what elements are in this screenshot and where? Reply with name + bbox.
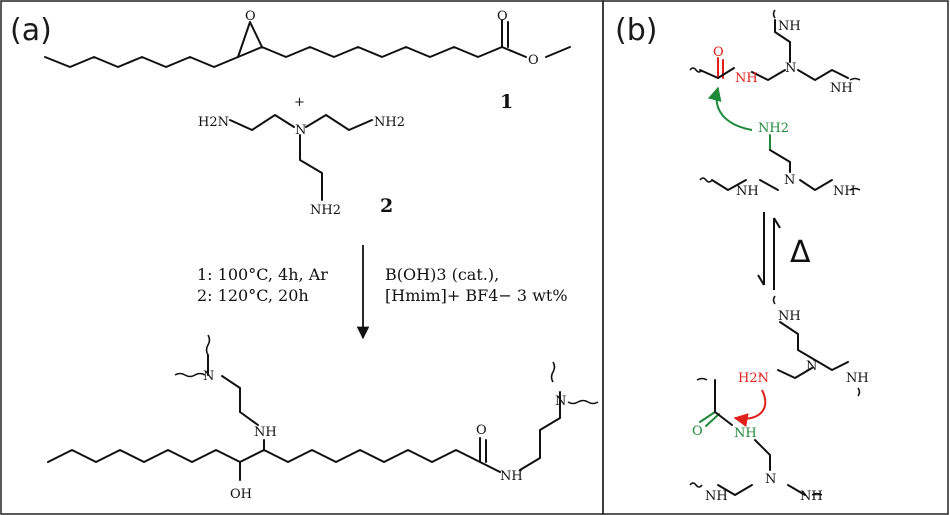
heat-delta: Δ: [790, 235, 811, 270]
central-nitrogen: N: [295, 123, 306, 138]
product-structure: [47, 334, 599, 481]
middle-nh2: NH2: [758, 121, 789, 136]
amine-right: NH2: [374, 115, 405, 130]
amine-bottom: NH2: [310, 203, 341, 218]
compound-1-structure: [44, 19, 571, 68]
panel-a-label: (a): [10, 13, 52, 48]
bottom-h2n: H2N: [738, 371, 769, 386]
product-carbonyl-o: O: [476, 423, 487, 438]
panel-b-label: (b): [615, 13, 657, 48]
carbonyl-oxygen-1: O: [497, 9, 508, 24]
bottom-lower-n: N: [765, 472, 776, 487]
ester-oxygen: O: [528, 53, 539, 68]
bottom-nh-right: NH: [846, 371, 869, 386]
panel-a-frame: [0, 0, 604, 515]
bottom-upper-n: N: [806, 359, 817, 374]
middle-amine-network: [699, 134, 861, 191]
panel-b-frame: [602, 0, 949, 515]
epoxide-oxygen: O: [245, 9, 256, 24]
product-n-tertiary: N: [203, 369, 214, 384]
equilibrium-arrows: [757, 212, 781, 290]
product-n-right: N: [555, 394, 566, 409]
conditions-right-line-1: B(OH)3 (cat.),: [385, 265, 499, 284]
compound-2-label: 2: [380, 195, 393, 217]
product-nh-chain: NH: [254, 425, 277, 440]
top-nh-branch: NH: [778, 19, 801, 34]
product-amide-nh: NH: [500, 469, 523, 484]
top-amide-nh: NH: [735, 71, 758, 86]
bottom-nh-top: NH: [778, 309, 801, 324]
bottom-amide-nh: NH: [734, 426, 757, 441]
conditions-left-line-1: 1: 100°C, 4h, Ar: [197, 265, 328, 284]
compound-2-structure: [229, 114, 373, 201]
compound-1-label: 1: [500, 91, 513, 113]
plus-sign: +: [294, 95, 305, 110]
green-attack-arrow: [707, 86, 753, 131]
conditions-left-line-2: 2: 120°C, 20h: [197, 286, 309, 305]
top-central-n: N: [785, 61, 796, 76]
top-amide-oxygen: O: [713, 45, 724, 60]
bottom-nh-left: NH: [705, 489, 728, 504]
top-nh-right: NH: [830, 81, 853, 96]
amine-left: H2N: [198, 115, 229, 130]
conditions-right-line-2: [Hmim]+ BF4− 3 wt%: [385, 286, 568, 305]
top-amide-network: [689, 9, 861, 81]
bottom-nh-lower-right: NH: [800, 489, 823, 504]
middle-nh-right: NH: [833, 184, 856, 199]
middle-nh-left: NH: [736, 184, 759, 199]
red-attack-arrow: [733, 389, 767, 428]
bottom-exchange-network: [689, 295, 861, 496]
product-oh: OH: [230, 487, 252, 502]
middle-central-n: N: [784, 173, 795, 188]
bottom-amide-oxygen: O: [692, 424, 703, 439]
